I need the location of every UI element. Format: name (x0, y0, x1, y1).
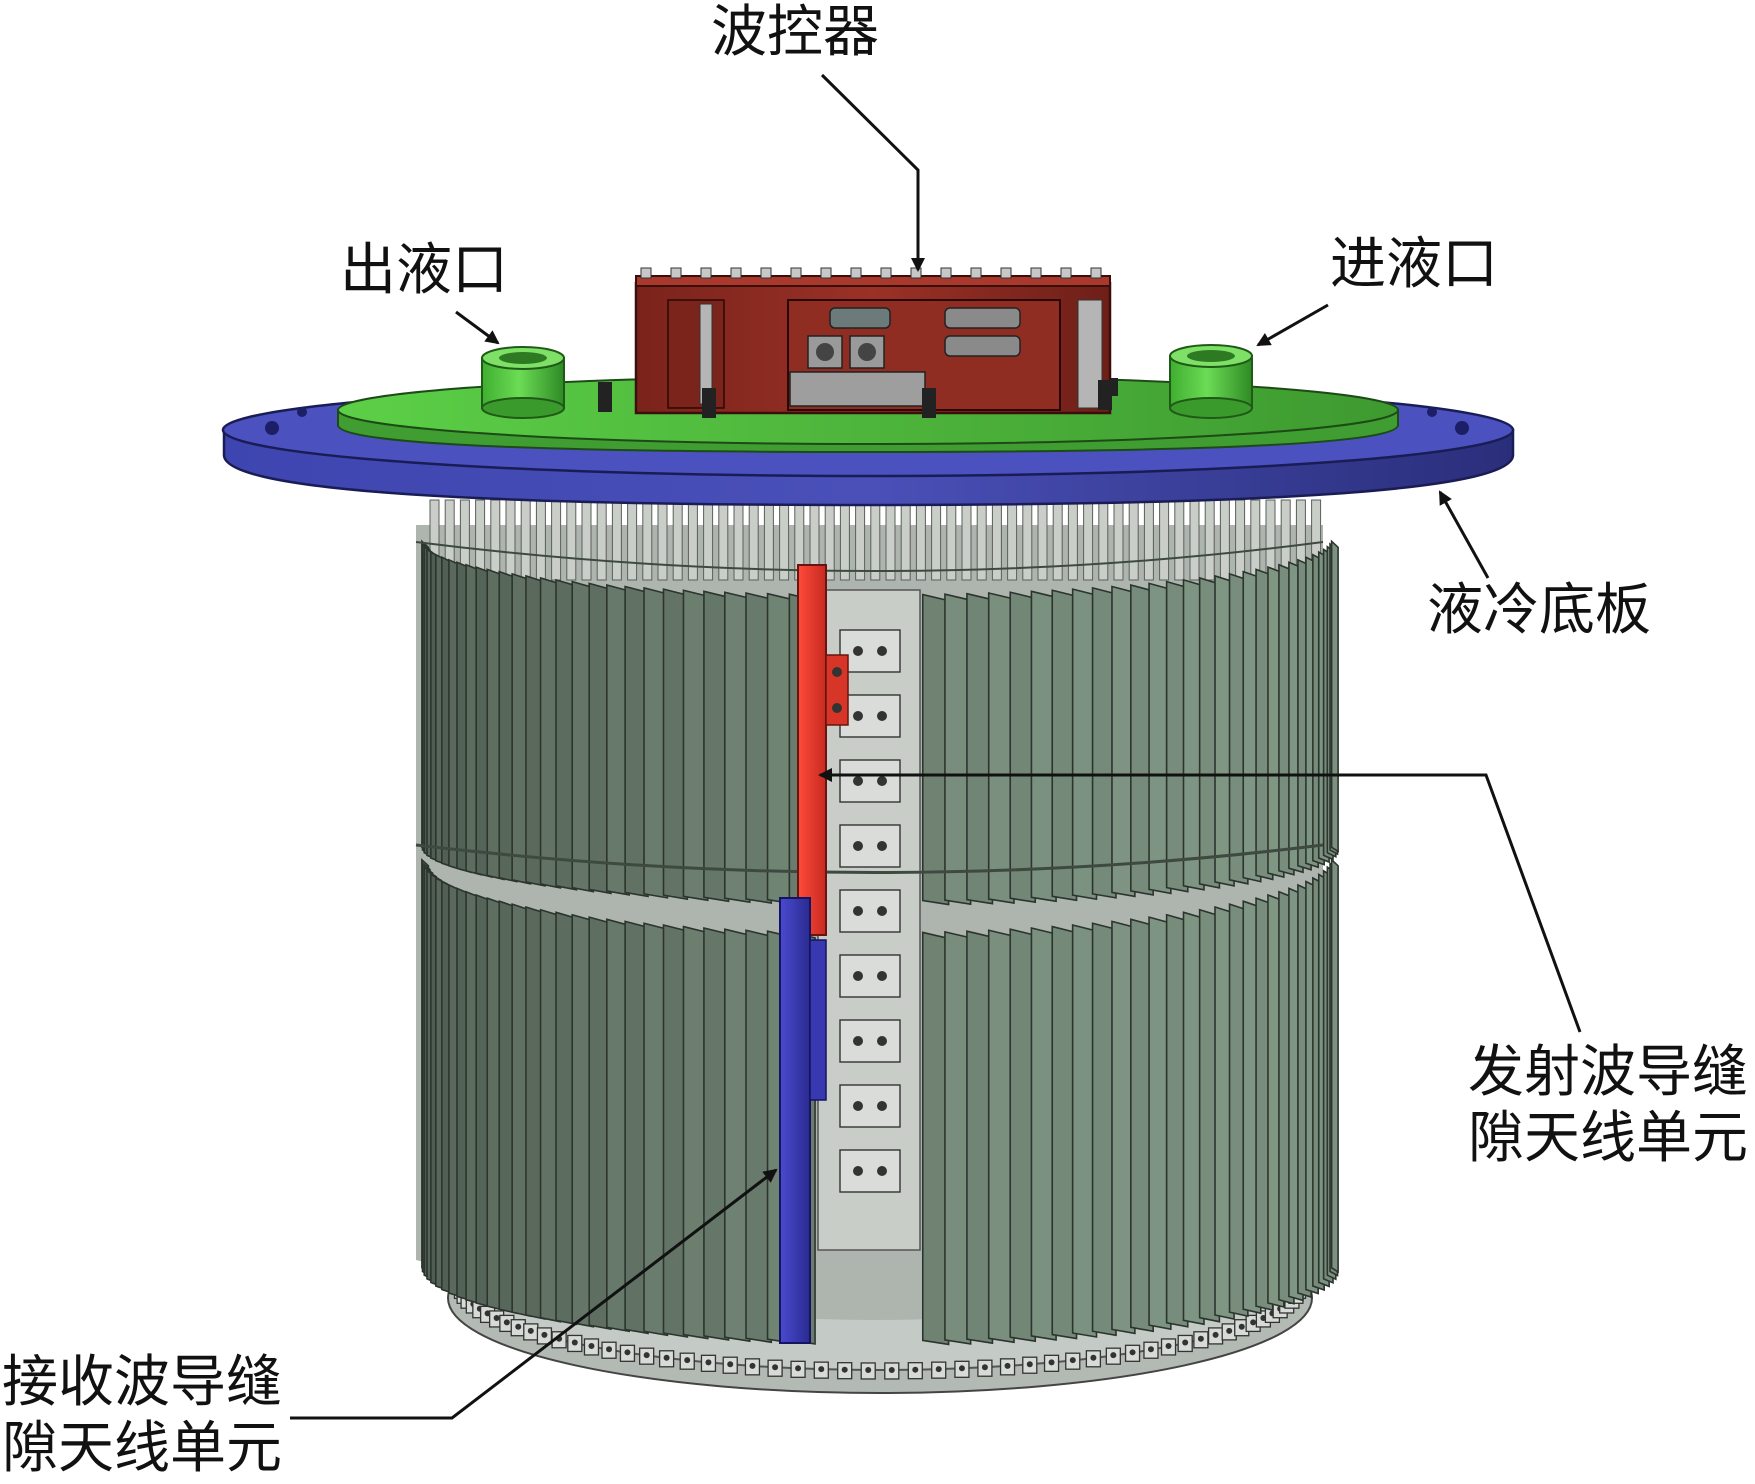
cooling-fin (606, 918, 630, 1333)
receive-slot-antenna-element (779, 897, 827, 1344)
cooling-fin (1111, 920, 1136, 1335)
label-inlet: 进液口 (1330, 232, 1498, 297)
cooling-fin (1091, 586, 1117, 899)
cooling-fin (1130, 583, 1154, 896)
cooling-fin (643, 922, 669, 1337)
cooling-fin (1111, 585, 1136, 898)
cooling-fin (723, 591, 751, 904)
cooling-fin (703, 590, 730, 903)
cooling-fin (703, 926, 730, 1341)
cooling-fin (944, 930, 972, 1345)
cooling-fin (1148, 916, 1172, 1331)
label-transmit-line1: 发射波导缝 (1468, 1040, 1748, 1105)
cooling-fin (1091, 922, 1117, 1337)
leader-outlet (455, 310, 500, 345)
cooling-fin (745, 591, 773, 904)
cooling-fin (555, 578, 578, 891)
leader-receive (290, 1168, 778, 1420)
cooling-fin (745, 929, 773, 1344)
leader-cold-plate (1438, 490, 1490, 579)
label-beam-controller: 波控器 (711, 0, 879, 65)
leader-lines (290, 73, 1582, 1420)
cooling-fin (921, 931, 950, 1346)
cooling-fin (1051, 589, 1078, 902)
cooling-fin (624, 585, 649, 898)
cooling-fin (1330, 858, 1339, 1274)
standoff-left (598, 382, 612, 412)
cooling-fin (987, 929, 1015, 1344)
label-receive-element: 接收波导缝 隙天线单元 (2, 1350, 282, 1482)
label-transmit-line2: 隙天线单元 (1468, 1106, 1748, 1171)
label-outlet: 出液口 (340, 238, 508, 303)
cooling-fin (1165, 913, 1189, 1328)
cooling-fin (1130, 918, 1154, 1333)
cooling-fin (588, 916, 612, 1331)
cooling-fin (606, 583, 630, 896)
cooling-fin (624, 920, 649, 1335)
cooling-fin (1051, 925, 1078, 1340)
cooling-fin (966, 592, 994, 905)
leader-inlet (1256, 303, 1329, 347)
label-cold-plate: 液冷底板 (1427, 578, 1651, 643)
label-receive-line2: 隙天线单元 (2, 1416, 282, 1481)
cooling-fin (643, 586, 669, 899)
cooling-fin (966, 930, 994, 1345)
cooling-fin (1071, 923, 1098, 1338)
cooling-fin (571, 913, 595, 1328)
cooling-fin (571, 580, 595, 893)
inlet-fitting (1169, 344, 1253, 419)
cooling-fin (944, 593, 972, 906)
cooling-fin (662, 923, 689, 1338)
beam-controller-box (634, 267, 1112, 418)
cooling-fin (1030, 926, 1057, 1341)
cooling-fin (1030, 590, 1057, 903)
transmit-slot-antenna-element (797, 564, 849, 936)
label-receive-line1: 接收波导缝 (2, 1350, 282, 1415)
cooling-fin (987, 591, 1015, 904)
cooling-fin (682, 589, 709, 902)
leader-controller (820, 73, 925, 272)
cooling-fin (1165, 580, 1189, 893)
standoff-right (1098, 380, 1112, 410)
fin-cylinder (415, 499, 1339, 1346)
leader-transmit (818, 768, 1582, 1033)
cooling-fin (1071, 588, 1098, 901)
cooling-fin (588, 582, 612, 895)
cooling-fin (723, 928, 751, 1343)
cooling-fin (1009, 928, 1037, 1343)
cooling-fin (1009, 591, 1037, 904)
cooling-fin (662, 588, 689, 901)
cooling-fin (921, 593, 950, 906)
outlet-fitting (481, 346, 565, 419)
cooling-fin (1330, 539, 1339, 853)
label-transmit-element: 发射波导缝 隙天线单元 (1468, 1040, 1748, 1172)
cooling-fin (1148, 582, 1172, 895)
